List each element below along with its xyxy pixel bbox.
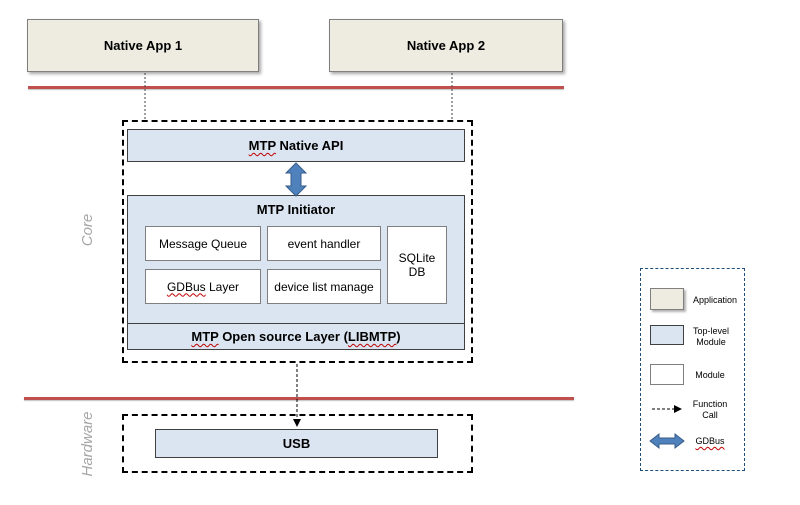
event-handler-label: event handler [287,236,361,251]
device-list-manage-label: device list manage [274,279,374,294]
db-label: DB [408,265,426,279]
device-list-manage-module: device list manage [267,269,381,304]
gdbus-layer-module: GDBus Layer [145,269,261,304]
core-hardware-separator [24,397,574,400]
hardware-container [122,414,473,473]
event-handler-module: event handler [267,226,381,261]
native-app-1-label: Native App 1 [103,38,183,53]
sqlite-label: SQLite [398,251,436,265]
message-queue-label: Message Queue [158,236,248,251]
mtp-open-source-layer-module: MTP Open source Layer (LIBMTP) [127,323,465,350]
gdbus-layer-label: GDBus Layer [166,279,240,294]
legend-application-swatch [650,288,684,310]
mtp-native-api-module: MTP Native API [127,129,465,162]
application-core-separator [28,86,564,89]
legend-top-level-label: Top-level Module [692,326,730,347]
sqlite-db-module: SQLite DB [387,226,447,304]
legend-module-label: Module [695,370,725,380]
usb-module: USB [155,429,438,458]
legend-application-label: Application [692,295,738,305]
native-app-2-box: Native App 2 [329,19,563,72]
mtp-native-api-label: MTP Native API [248,138,344,153]
message-queue-module: Message Queue [145,226,261,261]
usb-label: USB [282,436,311,451]
core-container [122,120,473,363]
core-layer-label: Core [79,213,96,247]
hardware-layer-label: Hardware [79,411,96,477]
mtp-open-source-layer-label: MTP Open source Layer (LIBMTP) [191,329,401,344]
legend-top-level-swatch [650,325,684,345]
native-app-1-box: Native App 1 [27,19,259,72]
legend [640,268,745,471]
legend-gdbus-label: GDBus [695,436,725,446]
mtp-initiator-title: MTP Initiator [256,202,336,217]
native-app-2-label: Native App 2 [406,38,486,53]
legend-function-call-label: Function Call [692,399,728,420]
legend-module-swatch [650,364,684,385]
